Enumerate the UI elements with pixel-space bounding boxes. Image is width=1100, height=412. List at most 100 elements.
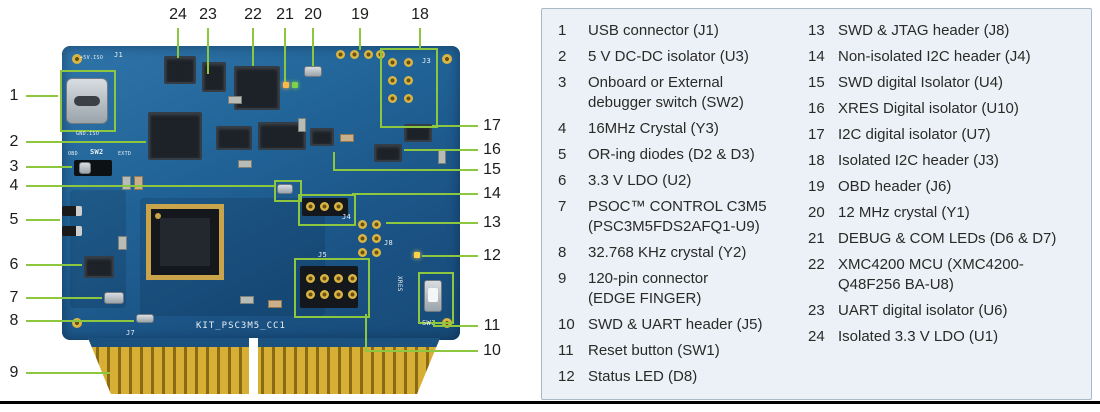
jtag-header-j8-pad [358, 234, 367, 243]
jtag-header-j8-pad [372, 220, 381, 229]
legend-item-text: 12 MHz crystal (Y1) [838, 204, 970, 221]
callout-number-1: 1 [9, 87, 19, 104]
chip-u2-ldo [84, 256, 114, 278]
silkscreen-sw2: SW2 [90, 148, 104, 156]
callout-number-6: 6 [9, 256, 19, 273]
callout-number-18: 18 [411, 6, 429, 23]
legend-item-text: Isolated 3.3 V LDO (U1) [838, 328, 999, 345]
legend-item-number: 21 [808, 230, 825, 247]
j5-pad [306, 274, 315, 283]
chip-soic [310, 128, 334, 146]
chip-u8-xmc4200 [234, 66, 280, 110]
j5-pad [348, 290, 357, 299]
legend-item-number: 9 [558, 270, 567, 287]
legend-item-number: 3 [558, 74, 567, 91]
callout-number-17: 17 [483, 117, 501, 134]
jtag-header-j8-pad [372, 234, 381, 243]
legend-item-number: 6 [558, 172, 567, 189]
i2c-header-j3-pad [404, 58, 413, 67]
legend-item-number: 5 [558, 146, 567, 163]
legend-item-number: 23 [808, 302, 825, 319]
chip-u1-isolated-ldo [164, 56, 196, 84]
legend-item-number: 14 [808, 48, 825, 65]
callout-number-8: 8 [9, 312, 19, 329]
callout-number-16: 16 [483, 141, 501, 158]
chip-u9-psoc-control [146, 204, 224, 280]
callout-number-15: 15 [483, 161, 501, 178]
legend-item-text: UART digital isolator (U6) [838, 302, 1008, 319]
silkscreen-gnd-iso: GND.ISO [76, 131, 100, 137]
usb-connector-slot [74, 96, 100, 106]
inductor-component [104, 292, 124, 304]
chip-soic [216, 126, 252, 150]
legend-item-number: 12 [558, 368, 575, 385]
passive-component [122, 176, 131, 190]
legend-item: 5 OR-ing diodes (D2 & D3) [558, 145, 768, 165]
callout-number-2: 2 [9, 133, 19, 150]
legend-item-text: USB connector (J1) [588, 22, 719, 39]
legend-item-number: 10 [558, 316, 575, 333]
crystal-y2 [136, 314, 154, 323]
j4-pad [334, 202, 343, 211]
silkscreen-j8: J8 [384, 239, 394, 247]
legend-item: 10 SWD & UART header (J5) [558, 315, 768, 335]
diode-d3 [62, 226, 82, 236]
chip-u6-uart-isolator [202, 62, 226, 92]
legend-item-number: 20 [808, 204, 825, 221]
psoc-pin1-dot [155, 213, 161, 219]
i2c-header-j3-pad [404, 94, 413, 103]
j5-pad [320, 290, 329, 299]
highlight-box-j4 [298, 194, 356, 226]
silkscreen-sw1: SW1 [422, 319, 436, 327]
legend-item-text: SWD digital Isolator (U4) [838, 74, 1004, 91]
callout-number-10: 10 [483, 342, 501, 359]
legend-item: 15 SWD digital Isolator (U4) [808, 73, 1063, 93]
legend-item-number: 17 [808, 126, 825, 143]
legend-item-number: 15 [808, 74, 825, 91]
i2c-header-j3-pad [388, 58, 397, 67]
legend-item: 6 3.3 V LDO (U2) [558, 171, 768, 191]
silkscreen-obd: OBD [68, 151, 78, 157]
highlight-box-j5 [294, 258, 370, 318]
status-led-d8 [414, 252, 420, 258]
legend-item-text: OR-ing diodes (D2 & D3) [588, 146, 755, 163]
legend-item-number: 2 [558, 48, 567, 65]
legend-item-text: SWD & UART header (J5) [588, 316, 763, 333]
legend-item-text: 3.3 V LDO (U2) [588, 172, 692, 189]
legend-item: 9 120-pin connector (EDGE FINGER) [558, 269, 768, 309]
crystal-y3 [277, 184, 293, 194]
j4-pad [320, 202, 329, 211]
j5-pad [334, 274, 343, 283]
callout-number-5: 5 [9, 211, 19, 228]
callout-number-20: 20 [304, 6, 322, 23]
legend-item-text: 120-pin connector (EDGE FINGER) [588, 270, 709, 307]
chip-u7-i2c-isolator [404, 124, 432, 142]
callout-number-21: 21 [276, 6, 294, 23]
legend-item-number: 1 [558, 22, 567, 39]
callout-number-12: 12 [483, 247, 501, 264]
j5-pad [348, 274, 357, 283]
jtag-header-j8-pad [358, 220, 367, 229]
jtag-header-j8-pad [358, 248, 367, 257]
silkscreen-j4: J4 [342, 213, 352, 221]
legend-item-text: DEBUG & COM LEDs (D6 & D7) [838, 230, 1057, 247]
chip-u10-xres-isolator [374, 144, 402, 162]
jtag-header-j8-pad [372, 248, 381, 257]
callout-number-14: 14 [483, 185, 501, 202]
sw1-actuator [428, 288, 438, 302]
silkscreen-j3: J3 [422, 57, 432, 65]
passive-component [228, 96, 242, 104]
callout-number-22: 22 [244, 6, 262, 23]
legend-item-text: XMC4200 MCU (XMC4200-Q48F256 BA-U8) [838, 256, 1024, 293]
legend-item-number: 19 [808, 178, 825, 195]
